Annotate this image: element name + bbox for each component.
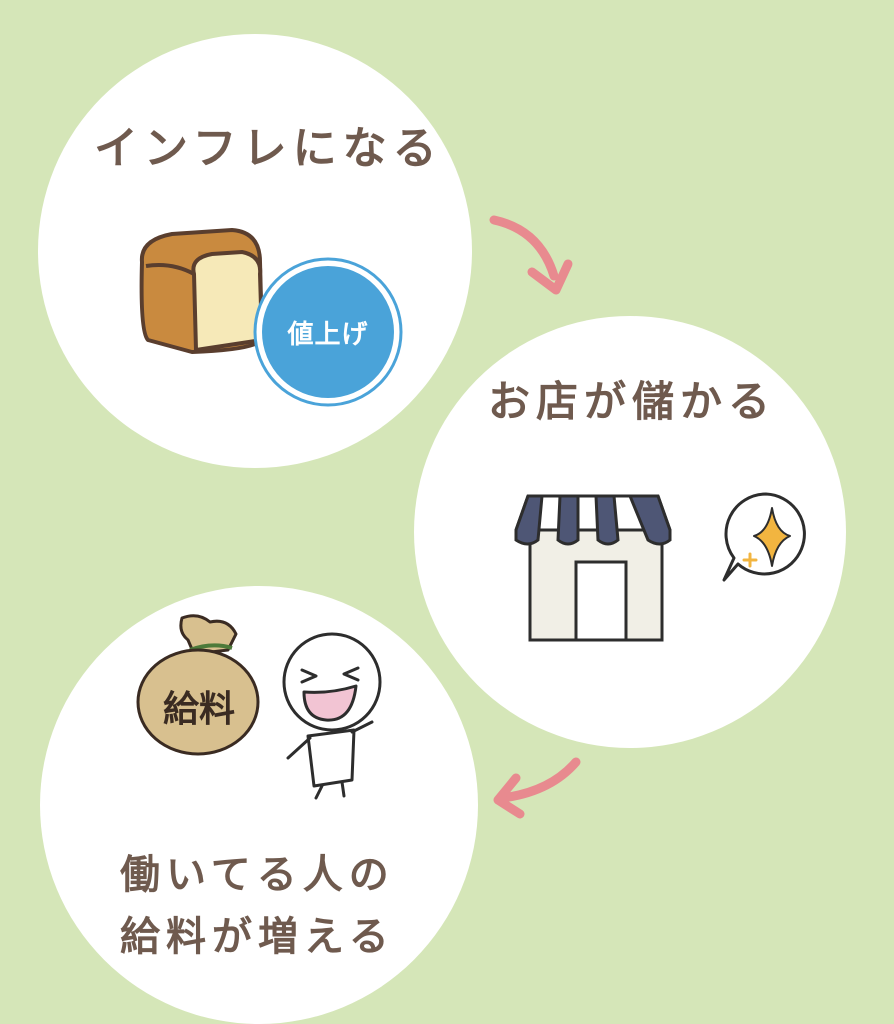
price-up-badge bbox=[253, 257, 403, 407]
money-bag-icon bbox=[136, 614, 260, 756]
step-label-shop-profit: お店が儲かる bbox=[488, 377, 777, 426]
money-bag-label: 給料 bbox=[162, 689, 235, 730]
step-label-wages-line1: 働いてる人の bbox=[120, 852, 395, 898]
step-label-inflation: インフレになる bbox=[94, 123, 443, 174]
step-circle-wages bbox=[40, 586, 478, 1024]
arrow-down-left-icon bbox=[493, 757, 581, 819]
sparkle-bubble-icon bbox=[722, 492, 806, 582]
shop-icon bbox=[514, 494, 672, 642]
happy-person-icon bbox=[282, 632, 382, 800]
arrow-down-right-icon bbox=[489, 215, 573, 295]
price-up-label: 値上げ bbox=[287, 320, 369, 350]
step-label-wages-line2: 給料が増える bbox=[120, 914, 395, 960]
